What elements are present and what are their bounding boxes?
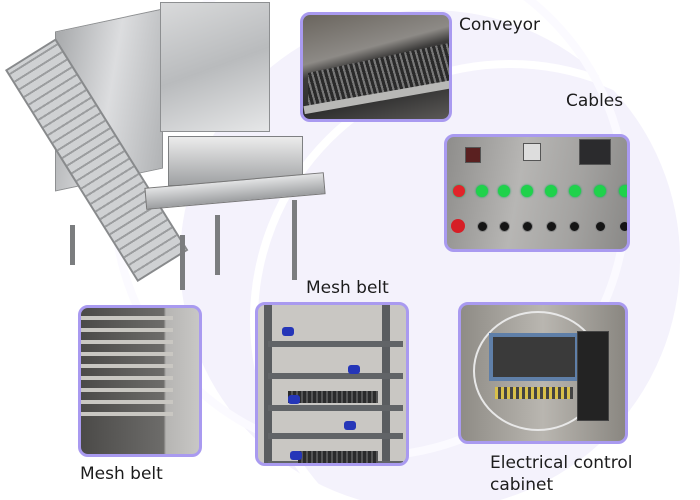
bearing-block [348, 365, 360, 374]
electrical-cabinet-photo [458, 302, 628, 444]
selector-knob [569, 221, 580, 232]
selector-knob [619, 221, 627, 232]
mesh-belt-segment [298, 451, 378, 463]
mesh-belt-layers-photo [78, 305, 202, 457]
rack-bar [268, 433, 403, 439]
bearing-block [288, 395, 300, 404]
inverter-keypad [579, 139, 611, 165]
machine-leg [292, 200, 297, 280]
temperature-display [465, 147, 481, 163]
belt-layer [81, 376, 173, 380]
mesh-belt-segment [288, 391, 378, 403]
indicator-lamp-red [453, 185, 465, 197]
selector-knob [477, 221, 488, 232]
main-machine-image [0, 0, 340, 295]
cables-label: Cables [566, 91, 624, 111]
indicator-lamp-green [569, 185, 581, 197]
belt-layer [81, 316, 173, 320]
belt-layer [81, 388, 173, 392]
indicator-lamp-green [545, 185, 557, 197]
bearing-block [290, 451, 302, 460]
bearing-block [282, 327, 294, 336]
rack-bar [268, 373, 403, 379]
bearing-block [344, 421, 356, 430]
belt-layer [81, 340, 173, 344]
machine-housing-front [160, 2, 270, 132]
conveyor-photo [300, 12, 452, 122]
control-panel-photo [444, 134, 630, 252]
frequency-inverter [577, 331, 609, 421]
indicator-lamp-green [498, 185, 510, 197]
belt-layer [81, 328, 173, 332]
conveyor-label: Conveyor [459, 15, 541, 35]
electrical-cabinet-label-line2: cabinet [490, 475, 554, 495]
relay-panel [489, 333, 579, 381]
mesh-belt-label-bottom: Mesh belt [80, 464, 163, 484]
belt-layer [81, 364, 173, 368]
indicator-lamp-green [521, 185, 533, 197]
selector-knob [522, 221, 533, 232]
terminal-block [495, 387, 573, 399]
machine-leg [180, 235, 185, 290]
electrical-cabinet-label-line1: Electrical control [490, 453, 633, 473]
machine-leg [215, 215, 220, 275]
indicator-lamp-green [619, 185, 627, 197]
mesh-belt-rack-photo [255, 302, 409, 466]
machine-leg [70, 225, 75, 265]
selector-knob [499, 221, 510, 232]
counter-display [523, 143, 541, 161]
belt-layer [81, 400, 173, 404]
selector-knob [546, 221, 557, 232]
selector-knob [595, 221, 606, 232]
indicator-lamp-green [476, 185, 488, 197]
belt-layer [81, 352, 173, 356]
indicator-lamp-green [594, 185, 606, 197]
mesh-belt-label-top: Mesh belt [306, 278, 389, 298]
rack-post [382, 305, 390, 463]
rack-bar [268, 341, 403, 347]
belt-layer [81, 412, 173, 416]
rack-post [264, 305, 272, 463]
emergency-stop-button [451, 219, 465, 233]
rack-bar [268, 405, 403, 411]
